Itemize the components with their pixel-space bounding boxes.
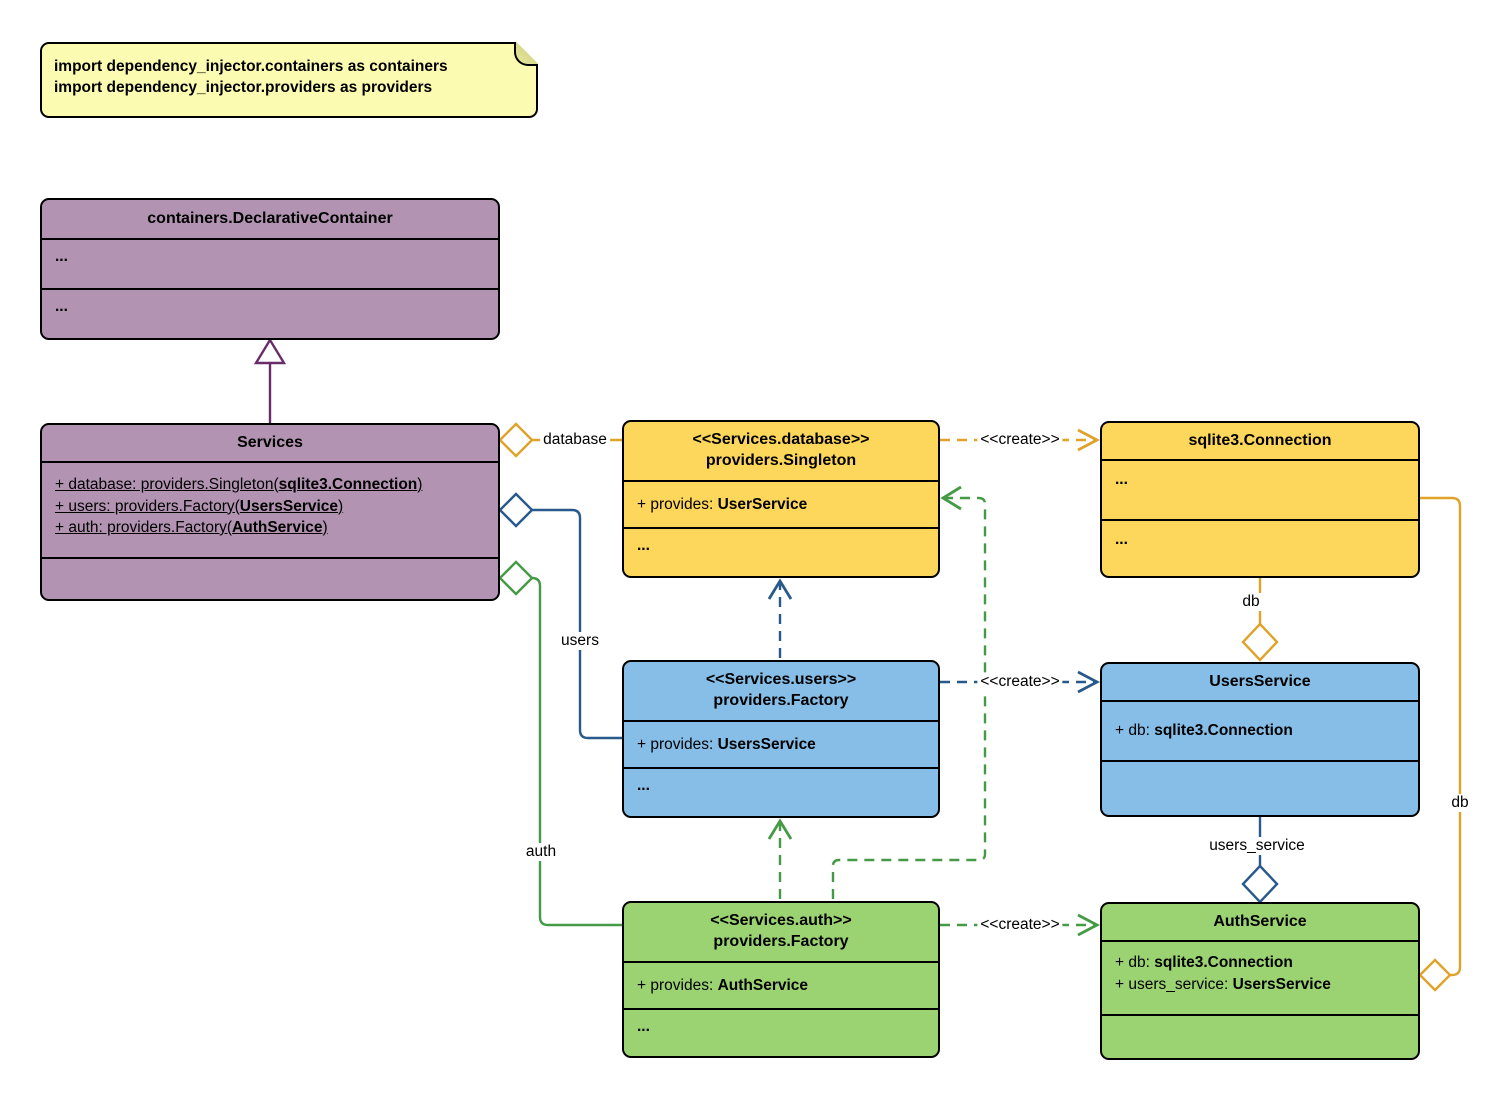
class-name: providers.Factory — [713, 692, 849, 709]
open-arrowhead-icon — [940, 485, 962, 511]
note-line: import dependency_injector.containers as… — [54, 58, 448, 75]
class-title: Services — [237, 433, 303, 451]
edge-label-create-auth: <<create>> — [977, 916, 1063, 934]
compartment-ellipsis: ... — [1115, 531, 1128, 548]
note-fold-icon — [514, 42, 538, 66]
class-title: UsersService — [1209, 672, 1311, 690]
open-arrowhead-icon — [767, 818, 793, 840]
dependency-arrow-users-to-database — [767, 578, 793, 658]
attribute-row: + users_service: UsersService — [1115, 975, 1331, 993]
class-title: <<Services.database>> providers.Singleto… — [624, 422, 938, 480]
attributes-compartment: + db: sqlite3.Connection + users_service… — [1102, 940, 1418, 1014]
open-arrowhead-icon — [767, 578, 793, 600]
class-name: providers.Factory — [713, 933, 849, 950]
inheritance-arrow — [253, 337, 287, 423]
class-services: Services + database: providers.Singleton… — [40, 423, 500, 601]
open-arrowhead-icon — [1077, 670, 1101, 694]
attribute-row: + provides: UserService — [624, 480, 938, 527]
compartment-ellipsis: ... — [637, 537, 650, 554]
class-users-factory: <<Services.users>> providers.Factory + p… — [622, 660, 940, 818]
edge-label-users: users — [558, 632, 602, 650]
open-arrowhead-icon — [1077, 913, 1101, 937]
class-title: AuthService — [1213, 912, 1307, 930]
class-auth-factory: <<Services.auth>> providers.Factory + pr… — [622, 901, 940, 1058]
attribute-row: + database: providers.Singleton(sqlite3.… — [55, 476, 423, 493]
compartment-ellipsis: ... — [1115, 471, 1128, 488]
stereotype: <<Services.auth>> — [710, 912, 852, 930]
aggregation-diamond-icon — [498, 422, 534, 458]
edge-label-users-service: users_service — [1206, 837, 1308, 855]
edge-label-create-users: <<create>> — [977, 673, 1063, 691]
empty-compartment — [1102, 760, 1418, 815]
aggregation-diamond-icon — [1241, 864, 1279, 904]
edge-label-auth: auth — [522, 843, 560, 861]
aggregation-diamond-icon — [1418, 958, 1452, 992]
attribute-row: + db: sqlite3.Connection — [1115, 954, 1293, 971]
class-sqlite3-connection: sqlite3.Connection ... ... — [1100, 421, 1420, 578]
aggregation-diamond-icon — [1241, 622, 1279, 662]
class-title: sqlite3.Connection — [1188, 431, 1332, 449]
empty-compartment — [42, 557, 498, 599]
open-arrowhead-icon — [1077, 428, 1101, 452]
attribute-row: + auth: providers.Factory(AuthService) — [55, 519, 328, 536]
empty-compartment — [1102, 1014, 1418, 1058]
aggregation-diamond-icon — [498, 560, 534, 596]
compartment-ellipsis: ... — [55, 298, 68, 315]
compartment-ellipsis: ... — [55, 248, 68, 265]
aggregation-diamond-icon — [498, 492, 534, 528]
class-users-service: UsersService + db: sqlite3.Connection — [1100, 662, 1420, 817]
edge-label-db-usersservice: db — [1239, 593, 1263, 611]
stereotype: <<Services.users>> — [705, 671, 857, 689]
db-aggregation-edge-authservice — [1418, 496, 1462, 992]
users-service-aggregation-edge — [1241, 817, 1279, 904]
class-title: containers.DeclarativeContainer — [147, 209, 393, 227]
attribute-row: + provides: UsersService — [624, 720, 938, 767]
dependency-arrow-auth-to-users — [767, 818, 793, 899]
attribute-row: + users: providers.Factory(UsersService) — [55, 497, 344, 515]
class-database-singleton: <<Services.database>> providers.Singleto… — [622, 420, 940, 578]
dependency-arrow-auth-to-database — [831, 485, 987, 899]
class-title: <<Services.users>> providers.Factory — [624, 662, 938, 720]
attribute-row: + db: sqlite3.Connection — [1102, 700, 1418, 760]
attribute-row: + provides: AuthService — [624, 961, 938, 1008]
users-aggregation-edge — [498, 492, 622, 740]
compartment-ellipsis: ... — [637, 1018, 650, 1035]
edge-label-database: database — [540, 431, 610, 449]
db-aggregation-edge-usersservice — [1241, 578, 1279, 662]
compartment-ellipsis: ... — [637, 777, 650, 794]
note-line: import dependency_injector.providers as … — [54, 79, 433, 96]
auth-aggregation-edge — [498, 560, 622, 927]
imports-note: import dependency_injector.containers as… — [40, 42, 538, 118]
class-name: providers.Singleton — [705, 452, 857, 469]
class-declarative-container: containers.DeclarativeContainer ... ... — [40, 198, 500, 340]
class-auth-service: AuthService + db: sqlite3.Connection + u… — [1100, 902, 1420, 1060]
class-title: <<Services.auth>> providers.Factory — [624, 903, 938, 961]
attributes-compartment: + database: providers.Singleton(sqlite3.… — [42, 461, 498, 557]
edge-label-create-database: <<create>> — [977, 431, 1063, 449]
edge-label-db-authservice: db — [1448, 794, 1472, 812]
stereotype: <<Services.database>> — [692, 431, 870, 449]
